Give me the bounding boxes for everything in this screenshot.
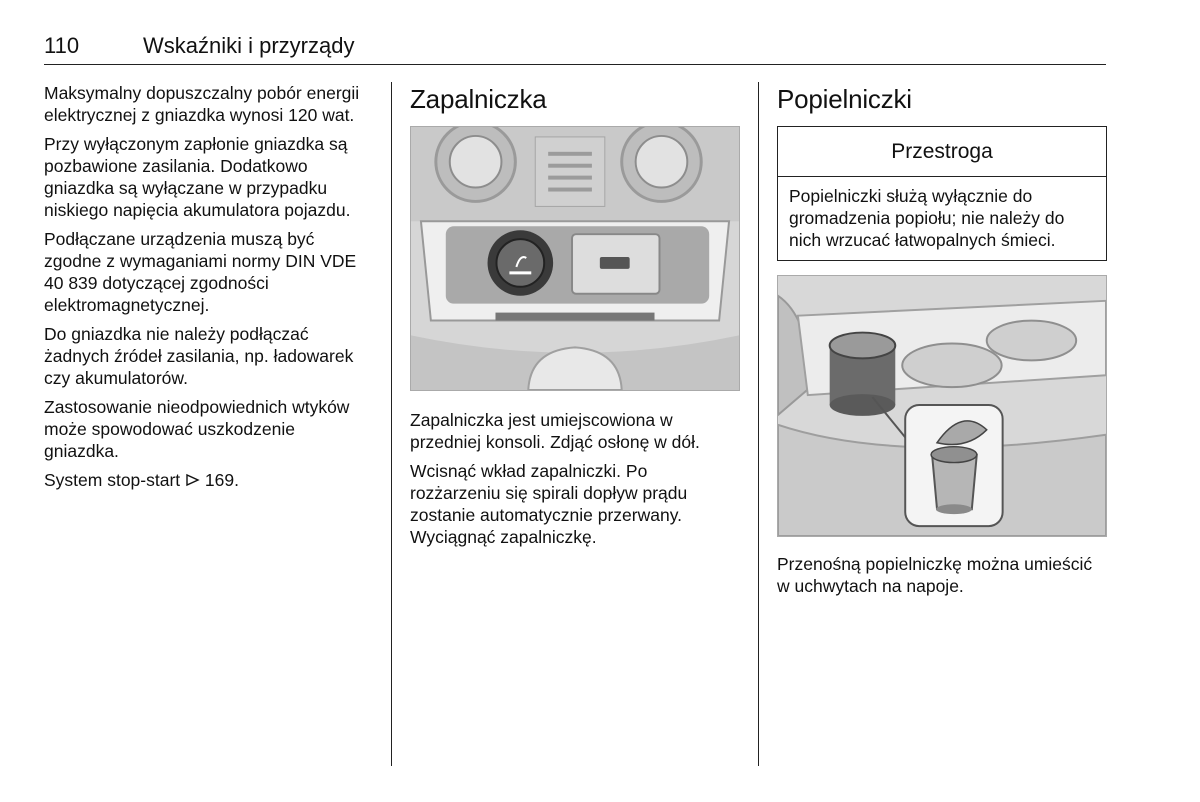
page-reference-arrow-icon (185, 470, 200, 487)
paragraph: Maksymalny dopuszczalny pobór energii el… (44, 83, 360, 125)
paragraph: Do gniazdka nie należy podłączać żadnych… (44, 324, 354, 388)
paragraph: Podłączane urządzenia muszą być zgodne z… (44, 229, 357, 315)
paragraph-with-reference: System stop-start 169. (44, 469, 374, 491)
page-header: 110 Wskaźniki i przyrządy (44, 28, 1106, 65)
chapter-title: Wskaźniki i przyrządy (143, 33, 355, 58)
section-heading-lighter: Zapalniczka (410, 84, 547, 114)
column-1: Maksymalny dopuszczalny pobór energii el… (44, 82, 374, 498)
paragraph: Wcisnąć wkład zapalniczki. Po rozżarzeni… (410, 461, 688, 547)
column-divider (391, 82, 392, 766)
page-reference-link[interactable]: 169. (204, 470, 239, 490)
paragraph: Zastosowanie nieodpowiednich wtyków może… (44, 397, 350, 461)
column-divider (758, 82, 759, 766)
column-3: Popielniczki Przestroga Popielniczki słu… (777, 82, 1107, 604)
ashtray-cupholder-illustration (777, 275, 1107, 537)
caution-box: Przestroga Popielniczki służą wyłącznie … (777, 126, 1107, 261)
paragraph: Zapalniczka jest umiejscowiona w przedni… (410, 410, 700, 452)
lighter-console-illustration (410, 126, 740, 391)
paragraph: Przy wyłączonym zapłonie gniazdka są poz… (44, 134, 351, 220)
reference-text: System stop-start (44, 470, 181, 490)
column-2: Zapalniczka (410, 82, 740, 555)
section-heading-ashtrays: Popielniczki (777, 84, 912, 114)
page-number: 110 (44, 33, 80, 58)
caution-title: Przestroga (778, 127, 1106, 177)
caution-text: Popielniczki służą wyłącznie do gromadze… (789, 186, 1065, 250)
paragraph: Przenośną popielniczkę można umieścić w … (777, 554, 1093, 596)
